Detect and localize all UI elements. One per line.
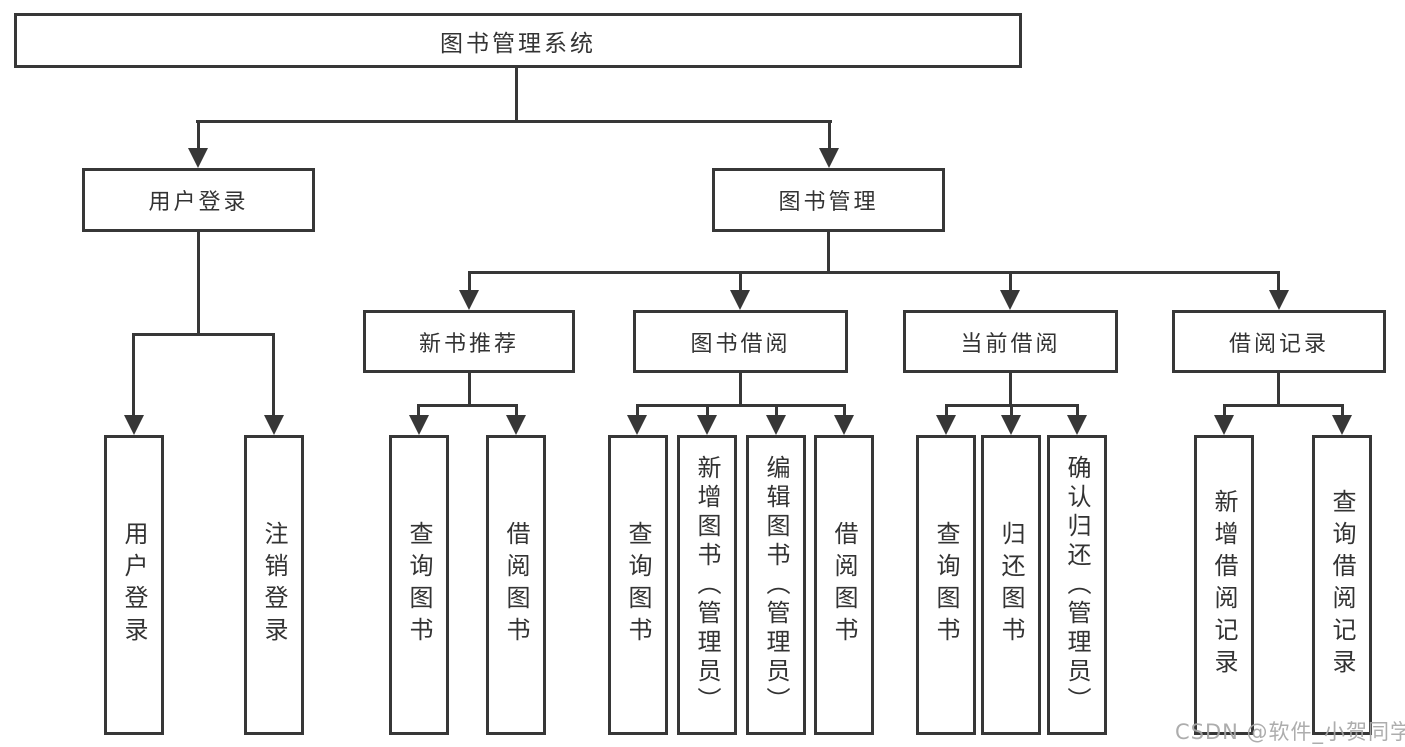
arrow-down-icon — [1000, 290, 1020, 310]
leaf-add-book-admin-label: 新增图书（管理员） — [693, 454, 721, 716]
connector-book-borrow-rail — [636, 404, 846, 407]
leaf-query-books-borrow: 查询图书 — [608, 435, 668, 735]
connector-drop — [515, 404, 518, 417]
node-user-login: 用户登录 — [82, 168, 315, 232]
leaf-confirm-return-admin-label: 确认归还（管理员） — [1063, 454, 1091, 716]
leaf-confirm-return-admin: 确认归还（管理员） — [1047, 435, 1107, 735]
leaf-return-books: 归还图书 — [981, 435, 1041, 735]
node-new-book-recommend-label: 新书推荐 — [418, 331, 519, 357]
node-root-system-label: 图书管理系统 — [440, 30, 596, 57]
arrow-down-icon — [834, 415, 854, 435]
arrow-down-icon — [936, 415, 956, 435]
arrow-down-icon — [506, 415, 526, 435]
leaf-edit-book-admin-label: 编辑图书（管理员） — [762, 454, 790, 716]
leaf-add-borrow-record-label: 新增借阅记录 — [1210, 489, 1238, 681]
node-book-borrow: 图书借阅 — [633, 310, 848, 373]
leaf-add-borrow-record: 新增借阅记录 — [1194, 435, 1254, 735]
leaf-query-books-current-label: 查询图书 — [932, 521, 960, 649]
arrow-down-icon — [409, 415, 429, 435]
connector-new-book-stem — [468, 373, 471, 407]
arrow-down-icon — [819, 148, 839, 168]
connector-drop — [775, 404, 778, 417]
connector-new-book-rail — [417, 404, 518, 407]
leaf-query-books-recommend-label: 查询图书 — [405, 521, 433, 649]
connector-drop-current-borrow — [1009, 271, 1012, 293]
connector-current-borrow-stem — [1009, 373, 1012, 407]
connector-drop-leaf-logout — [272, 333, 275, 417]
connector-root-rail — [196, 120, 832, 123]
leaf-query-borrow-record-label: 查询借阅记录 — [1328, 489, 1356, 681]
connector-drop-user-login — [197, 120, 200, 150]
connector-drop — [706, 404, 709, 417]
connector-drop-leaf-user-login — [132, 333, 135, 417]
arrow-down-icon — [1001, 415, 1021, 435]
leaf-query-books-current: 查询图书 — [916, 435, 976, 735]
connector-book-borrow-stem — [739, 373, 742, 407]
node-current-borrow: 当前借阅 — [903, 310, 1118, 373]
node-book-management-label: 图书管理 — [778, 190, 879, 215]
connector-drop — [636, 404, 639, 417]
node-current-borrow-label: 当前借阅 — [960, 331, 1061, 357]
connector-user-login-stem — [197, 232, 200, 336]
connector-drop — [1010, 404, 1013, 417]
node-new-book-recommend: 新书推荐 — [363, 310, 575, 373]
node-book-management: 图书管理 — [712, 168, 945, 232]
arrow-down-icon — [766, 415, 786, 435]
connector-drop — [945, 404, 948, 417]
arrow-down-icon — [459, 290, 479, 310]
connector-drop-book-management — [828, 120, 831, 150]
connector-book-management-stem — [827, 232, 830, 273]
leaf-return-books-label: 归还图书 — [997, 521, 1025, 649]
node-root-system: 图书管理系统 — [14, 13, 1022, 68]
leaf-add-book-admin: 新增图书（管理员） — [677, 435, 737, 735]
arrow-down-icon — [264, 415, 284, 435]
leaf-query-borrow-record: 查询借阅记录 — [1312, 435, 1372, 735]
arrow-down-icon — [1214, 415, 1234, 435]
arrow-down-icon — [188, 148, 208, 168]
connector-drop — [1076, 404, 1079, 417]
leaf-logout: 注销登录 — [244, 435, 304, 735]
node-book-borrow-label: 图书借阅 — [690, 331, 791, 357]
leaf-edit-book-admin: 编辑图书（管理员） — [746, 435, 806, 735]
leaf-borrow-books-recommend: 借阅图书 — [486, 435, 546, 735]
connector-drop-book-borrow — [739, 271, 742, 293]
connector-drop — [1223, 404, 1226, 417]
arrow-down-icon — [627, 415, 647, 435]
arrow-down-icon — [1067, 415, 1087, 435]
connector-drop-new-book — [468, 271, 471, 293]
connector-drop — [1341, 404, 1344, 417]
connector-book-management-rail — [468, 271, 1280, 274]
arrow-down-icon — [1269, 290, 1289, 310]
leaf-borrow-books-borrow: 借阅图书 — [814, 435, 874, 735]
watermark: CSDN @软件_小贺同学 — [1175, 720, 1405, 744]
connector-borrow-records-stem — [1277, 373, 1280, 407]
connector-root-stem — [515, 68, 518, 122]
connector-borrow-records-rail — [1223, 404, 1344, 407]
connector-drop-borrow-records — [1277, 271, 1280, 293]
leaf-logout-label: 注销登录 — [260, 521, 288, 649]
leaf-user-login: 用户登录 — [104, 435, 164, 735]
node-borrow-records-label: 借阅记录 — [1228, 331, 1329, 357]
leaf-query-books-borrow-label: 查询图书 — [624, 521, 652, 649]
leaf-borrow-books-recommend-label: 借阅图书 — [502, 521, 530, 649]
arrow-down-icon — [124, 415, 144, 435]
arrow-down-icon — [1332, 415, 1352, 435]
connector-user-login-rail — [132, 333, 275, 336]
leaf-query-books-recommend: 查询图书 — [389, 435, 449, 735]
leaf-borrow-books-borrow-label: 借阅图书 — [830, 521, 858, 649]
leaf-user-login-label: 用户登录 — [120, 521, 148, 649]
arrow-down-icon — [730, 290, 750, 310]
node-borrow-records: 借阅记录 — [1172, 310, 1386, 373]
arrow-down-icon — [697, 415, 717, 435]
connector-drop — [417, 404, 420, 417]
connector-drop — [843, 404, 846, 417]
node-user-login-label: 用户登录 — [148, 190, 249, 215]
